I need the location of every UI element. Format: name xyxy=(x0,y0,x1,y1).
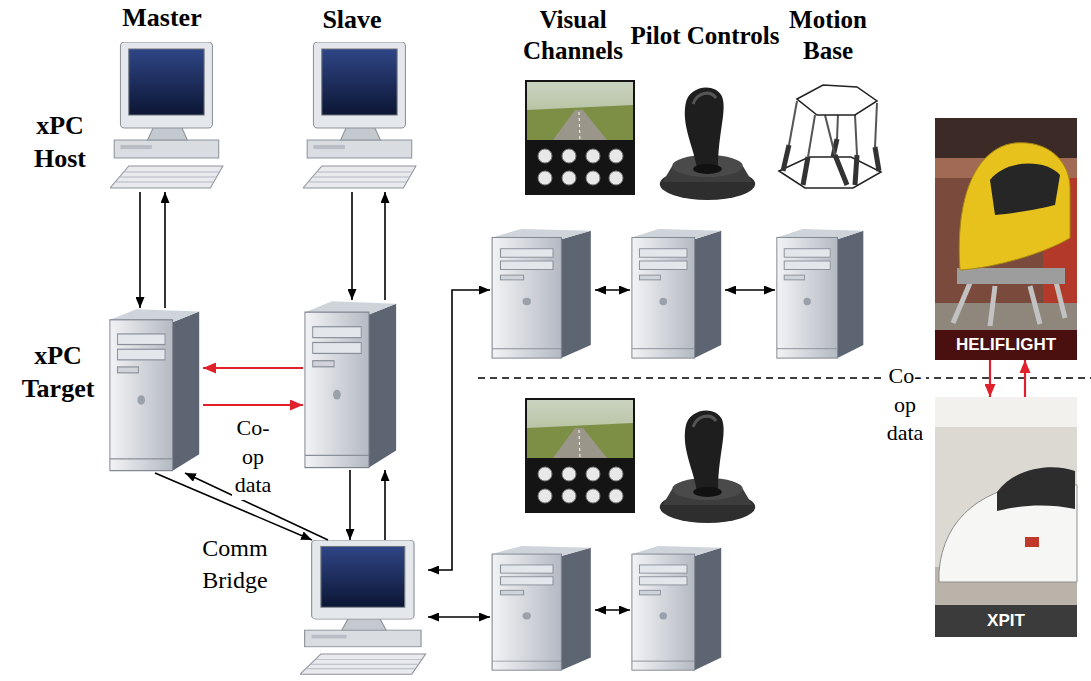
motion-platform-part-part xyxy=(875,103,877,147)
data-link-arrow xyxy=(428,616,490,618)
heading: Motion Base xyxy=(789,4,867,67)
motion-platform-part-part xyxy=(783,145,789,171)
controls-pc: Pilot Controls xyxy=(630,228,725,360)
heliflight-photo-part xyxy=(953,278,1065,326)
computer-icons-part xyxy=(632,229,721,358)
heliflight-photo-part xyxy=(957,268,1065,284)
heliflight-photo xyxy=(935,118,1077,360)
master-target-pc xyxy=(108,308,203,473)
data-link-arrow xyxy=(384,470,386,540)
row-label: xPC Host xyxy=(34,110,86,175)
xpit-photo-part xyxy=(1025,537,1039,547)
motion-platform-part-part xyxy=(789,101,797,145)
motion-platform-part xyxy=(797,85,877,115)
heading: Master xyxy=(122,2,201,35)
simulator-photo: HELIFLIGHT xyxy=(935,118,1077,360)
data-link-arrow xyxy=(595,609,630,611)
photo-caption: HELIFLIGHT xyxy=(935,330,1077,360)
xpit-photo-part xyxy=(935,605,1077,637)
computer-icons-part xyxy=(303,42,416,188)
co-op-data-arrow xyxy=(989,360,991,397)
data-link-arrow xyxy=(384,192,386,300)
motion-platform-part xyxy=(779,157,881,188)
visual-pc xyxy=(490,545,595,672)
computer-icons-part xyxy=(305,301,396,467)
motion-pc: Motion Base xyxy=(775,228,867,360)
motion-platform-part-part xyxy=(808,115,815,157)
motion-platform-part-part xyxy=(825,115,835,155)
computer-icons-part xyxy=(632,546,721,670)
heliflight-photo-part-part xyxy=(990,286,995,326)
visual-screenshot-part xyxy=(525,80,635,195)
motion-platform-part xyxy=(783,139,879,185)
joystick-icon-part xyxy=(660,411,755,523)
visual-screenshot-part xyxy=(525,398,635,513)
motion-platform-part-part xyxy=(875,147,879,171)
motion-platform-part-part xyxy=(835,155,847,185)
data-link-arrow xyxy=(349,470,351,540)
data-link-arrow xyxy=(428,290,490,570)
joystick-icon xyxy=(660,88,755,523)
computer-icons-part xyxy=(492,546,591,670)
slave-host-pc: Slave xyxy=(303,42,418,192)
heading: Slave xyxy=(322,4,381,37)
edge-label: Co-op data xyxy=(232,414,275,500)
edge-label: Co-op data xyxy=(884,362,927,448)
heading: Comm Bridge xyxy=(202,532,267,597)
xpit-photo-part xyxy=(935,397,1077,427)
computer-icons-part xyxy=(777,229,863,358)
heading: Pilot Controls xyxy=(631,20,780,51)
data-link-arrow xyxy=(725,289,775,291)
heliflight-photo-part-part xyxy=(1030,286,1040,324)
motion-platform-part-part xyxy=(855,155,857,185)
separator-dashed-line xyxy=(478,377,1091,379)
row-label: xPC Target xyxy=(22,340,95,405)
visual-pc: Visual Channels xyxy=(490,228,595,360)
photo-caption: XPIT xyxy=(935,606,1077,636)
motion-platform xyxy=(779,85,881,188)
heliflight-photo-part-part xyxy=(953,283,970,323)
xpit-photo-part xyxy=(997,467,1075,511)
xpit-photo xyxy=(935,397,1077,637)
data-link-arrow xyxy=(164,192,166,308)
simulator-photo: XPIT xyxy=(935,397,1077,637)
data-link-arrow xyxy=(139,192,141,308)
computer-icons-part xyxy=(110,42,223,188)
computer-icons-part xyxy=(300,540,426,674)
data-link-arrow xyxy=(351,192,353,300)
heliflight-photo-part xyxy=(990,164,1060,215)
heading: Visual Channels xyxy=(523,4,623,67)
motion-platform-part-part xyxy=(855,115,857,155)
controls-pc xyxy=(630,545,725,672)
xpit-photo-part xyxy=(935,397,1077,637)
slave-target-pc xyxy=(303,300,400,470)
master-host-pc: Master xyxy=(110,42,225,192)
co-op-data-arrow xyxy=(1024,360,1026,397)
co-op-data-arrow xyxy=(203,367,303,369)
joystick-icon-part xyxy=(660,88,755,200)
co-op-data-arrow xyxy=(203,404,303,406)
heliflight-photo-part xyxy=(959,143,1070,270)
visual-screenshot xyxy=(525,80,635,513)
computer-icons xyxy=(110,42,863,674)
comm-bridge-pc: Comm Bridge xyxy=(300,540,428,678)
data-link-arrow xyxy=(595,289,630,291)
heliflight-photo-part xyxy=(935,330,1077,360)
computer-icons-part xyxy=(110,309,199,470)
motion-platform-part-part xyxy=(803,157,808,185)
computer-icons-part xyxy=(492,229,591,358)
heliflight-photo-part xyxy=(935,118,1077,360)
